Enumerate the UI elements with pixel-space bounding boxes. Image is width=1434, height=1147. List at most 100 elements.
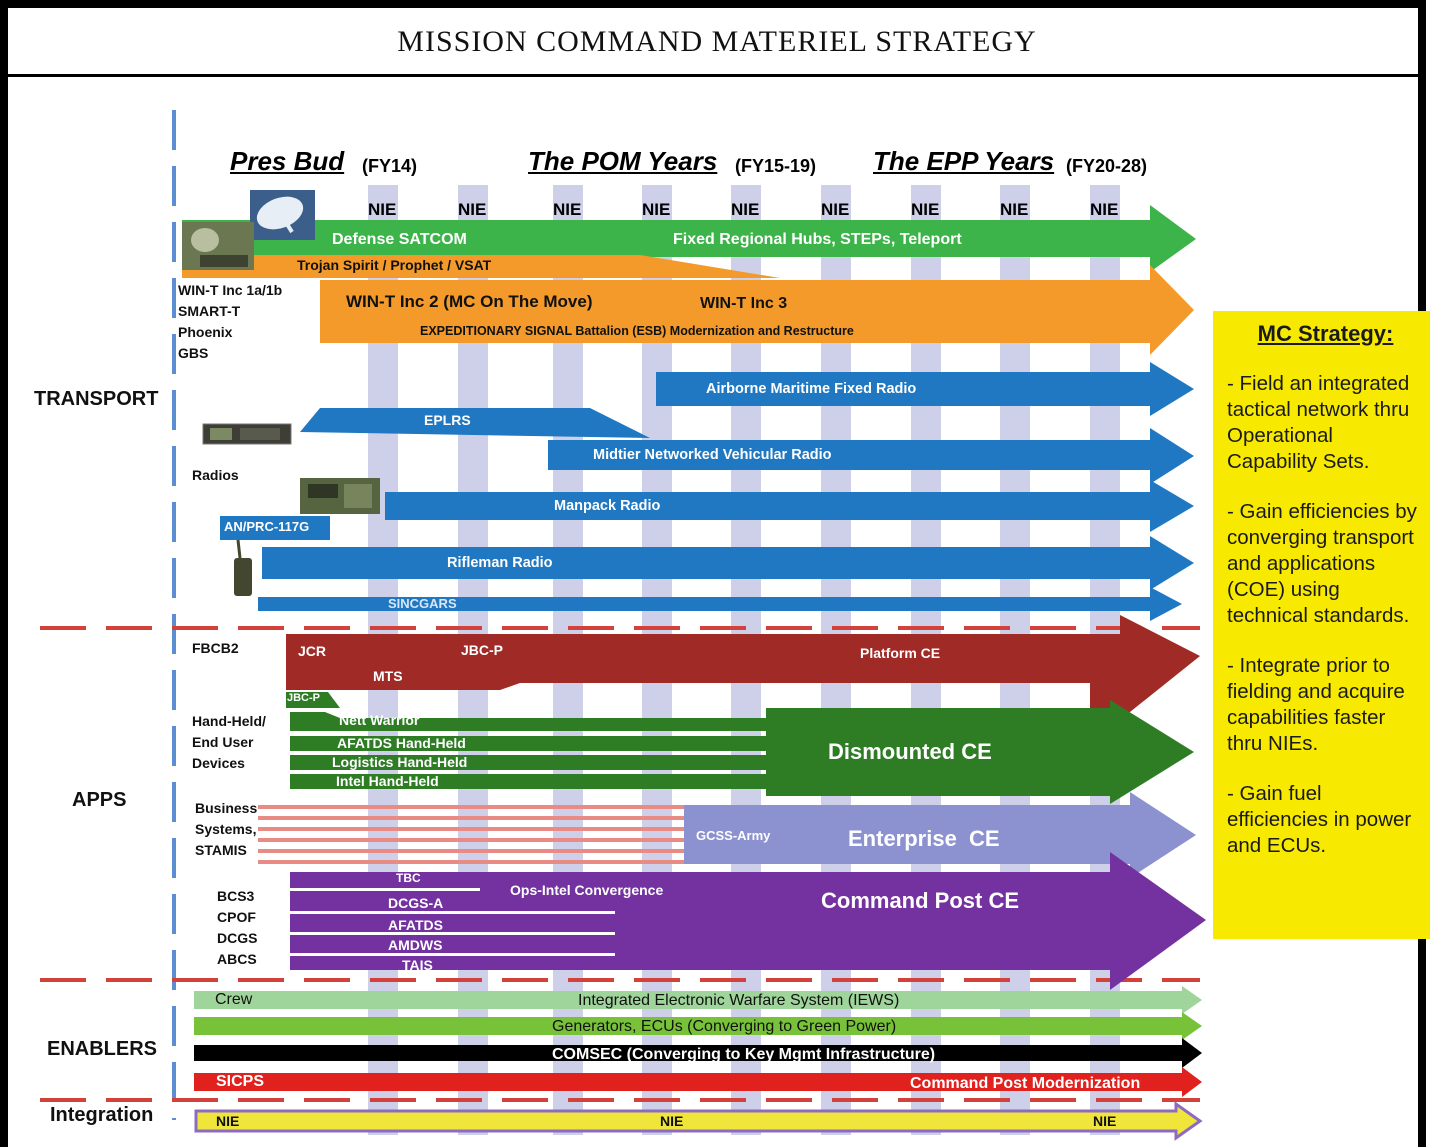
amf-radio-arrow xyxy=(656,362,1194,416)
amdws-label: AMDWS xyxy=(388,937,443,953)
ops-intel-label: Ops-Intel Convergence xyxy=(510,882,664,898)
era-epp-years: (FY20-28) xyxy=(1066,156,1148,176)
generators-label: Generators, ECUs (Converging to Green Po… xyxy=(552,1018,897,1035)
era-pom: The POM Years xyxy=(528,146,718,176)
eplrs-label: EPLRS xyxy=(424,412,471,428)
amf-label: Airborne Maritime Fixed Radio xyxy=(706,381,917,397)
business-lines xyxy=(258,805,684,864)
rifleman-label: Rifleman Radio xyxy=(447,555,553,571)
jcr-label: JCR xyxy=(298,643,327,659)
nie-marker: NIE xyxy=(1000,200,1029,219)
nett-warrior-label: Nett Warrior xyxy=(339,712,420,728)
business-list: Business Systems, STAMIS xyxy=(195,798,257,861)
cp-modernization-label: Command Post Modernization xyxy=(910,1075,1141,1092)
cp-app-lines xyxy=(290,888,615,956)
vehicle-radio-icon xyxy=(300,478,380,514)
comsec-label: COMSEC (Converging to Key Mgmt Infrastru… xyxy=(552,1046,936,1063)
prc-117g-label: AN/PRC-117G xyxy=(224,519,310,534)
iews-arrow xyxy=(194,986,1202,1014)
mc-strategy-header: MC Strategy: xyxy=(1257,321,1394,346)
transport-label: WIN-T Inc 1a/1b xyxy=(178,282,283,298)
platform-ce-label: Platform CE xyxy=(860,645,941,661)
strategy-point: - Field an integrated tactical network t… xyxy=(1227,372,1410,473)
midtier-label: Midtier Networked Vehicular Radio xyxy=(593,447,832,463)
tais-label: TAIS xyxy=(402,957,433,973)
era-epp: The EPP Years xyxy=(873,146,1055,176)
jbcp-small-label: JBC-P xyxy=(287,692,321,704)
sicps-label: SICPS xyxy=(216,1073,265,1090)
trojan-spirit-arrow xyxy=(182,255,780,278)
handheld-radio-icon xyxy=(234,539,252,596)
nie-marker: NIE xyxy=(553,200,582,219)
nie-marker: NIE xyxy=(1090,200,1119,219)
page-title: MISSION COMMAND MATERIEL STRATEGY xyxy=(8,10,1426,77)
esb-label: EXPEDITIONARY SIGNAL Battalion (ESB) Mod… xyxy=(420,324,854,338)
mc-strategy-box: MC Strategy: - Field an integrated tacti… xyxy=(1213,311,1430,939)
section-apps: APPS xyxy=(72,789,127,811)
rifleman-arrow xyxy=(262,536,1194,590)
nie-marker: NIE xyxy=(642,200,671,219)
section-enablers: ENABLERS xyxy=(47,1038,158,1060)
afatds-hh-bar xyxy=(290,736,766,751)
satcom-terminal-icon xyxy=(182,222,254,270)
handheld-label: Devices xyxy=(192,755,245,771)
dismounted-ce-arrow xyxy=(766,700,1194,804)
cp-list: BCS3 CPOF DCGS ABCS xyxy=(217,886,257,970)
radios-label: Radios xyxy=(192,467,239,483)
win-t-inc2-label: WIN-T Inc 2 (MC On The Move) xyxy=(346,292,593,311)
business-label: STAMIS xyxy=(195,842,247,858)
fbcb2-label: FBCB2 xyxy=(192,640,239,656)
logistics-hh-bar xyxy=(290,755,766,770)
sicps-arrow xyxy=(194,1067,1202,1097)
business-label: Business xyxy=(195,800,258,816)
eplrs-arrow xyxy=(300,408,650,438)
handheld-list: Hand-Held/ End User Devices xyxy=(192,711,266,774)
dcgsa-label: DCGS-A xyxy=(388,895,444,911)
sincgars-label: SINCGARS xyxy=(388,596,457,611)
strategy-point: - Integrate prior to fielding and acquir… xyxy=(1227,654,1405,755)
cp-label: CPOF xyxy=(217,909,256,925)
transport-list: WIN-T Inc 1a/1b SMART-T Phoenix GBS xyxy=(178,280,282,364)
transport-label: SMART-T xyxy=(178,303,241,319)
era-pres-bud-years: (FY14) xyxy=(362,156,418,176)
nett-warrior-bar xyxy=(290,712,766,731)
dismounted-ce-label: Dismounted CE xyxy=(828,739,992,764)
logistics-hh-label: Logistics Hand-Held xyxy=(332,754,468,770)
cp-label: DCGS xyxy=(217,930,258,946)
integration-nie-2: NIE xyxy=(660,1113,684,1129)
enterprise-ce-label: Enterprise CE xyxy=(848,826,1000,851)
win-t-inc3-label: WIN-T Inc 3 xyxy=(700,295,788,312)
fixed-hubs-label: Fixed Regional Hubs, STEPs, Teleport xyxy=(673,231,962,248)
nie-marker: NIE xyxy=(821,200,850,219)
prc-117g-box xyxy=(220,516,330,540)
intel-hh-bar xyxy=(290,774,766,789)
strategy-point: - Gain efficiencies by converging transp… xyxy=(1227,500,1417,627)
transport-label: Phoenix xyxy=(178,324,233,340)
enterprise-ce-arrow xyxy=(684,792,1196,878)
integration-nie-3: NIE xyxy=(1093,1113,1117,1129)
win-t-arrow xyxy=(320,265,1194,355)
integration-nie-1: NIE xyxy=(216,1113,240,1129)
midtier-arrow xyxy=(548,428,1194,484)
platform-ce-arrow xyxy=(286,615,1200,738)
jbcp-small-arrow xyxy=(286,692,340,708)
defense-satcom-label: Defense SATCOM xyxy=(332,231,467,248)
nie-marker: NIE xyxy=(458,200,487,219)
satellite-dish-icon xyxy=(250,190,315,240)
transport-label: GBS xyxy=(178,345,209,361)
generators-arrow xyxy=(194,1012,1202,1040)
manpack-label: Manpack Radio xyxy=(554,498,661,514)
handheld-label: End User xyxy=(192,734,254,750)
handheld-label: Hand-Held/ xyxy=(192,713,266,729)
afatds-label: AFATDS xyxy=(388,917,443,933)
nie-marker: NIE xyxy=(731,200,760,219)
cp-label: ABCS xyxy=(217,951,257,967)
mts-label: MTS xyxy=(373,668,403,684)
afatds-hh-label: AFATDS Hand-Held xyxy=(337,735,466,751)
nie-marker: NIE xyxy=(368,200,397,219)
jbcp-label: JBC-P xyxy=(461,642,504,658)
nie-marker: NIE xyxy=(911,200,940,219)
era-pres-bud: Pres Bud xyxy=(230,146,345,176)
integration-arrow xyxy=(194,1101,1203,1141)
